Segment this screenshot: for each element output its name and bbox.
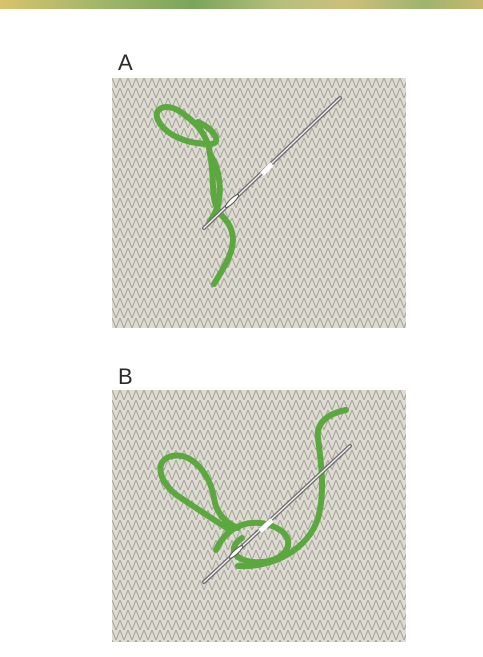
panel-a-illustration (112, 78, 406, 328)
fabric-b (112, 390, 406, 642)
panel-a-label: A (118, 52, 133, 74)
panel-b-label: B (118, 366, 133, 388)
top-border-strip (0, 0, 483, 9)
panel-b-illustration (112, 390, 406, 642)
